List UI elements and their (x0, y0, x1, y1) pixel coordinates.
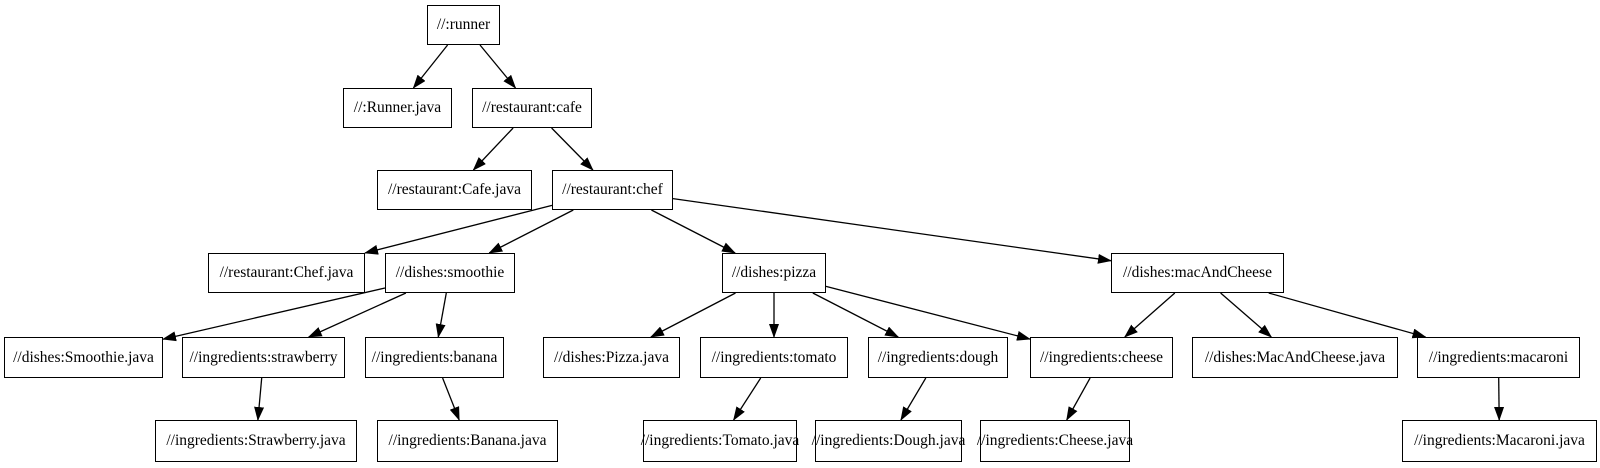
graph-node-banana: //ingredients:banana (365, 337, 504, 378)
graph-node-label: //restaurant:cafe (482, 99, 582, 117)
graph-edge-smoothie-to-smoothie-java (162, 287, 386, 342)
graph-node-label: //dishes:pizza (731, 264, 817, 282)
graph-edge-macaroni-to-macaroni-java (1494, 377, 1505, 421)
graph-edge-cafe-to-cafe-java (472, 127, 514, 171)
graph-node-banana-java: //ingredients:Banana.java (377, 420, 558, 462)
graph-node-cheese: //ingredients:cheese (1030, 337, 1173, 378)
graph-node-label: //restaurant:Chef.java (219, 264, 354, 282)
graph-edge-dough-to-dough-java (900, 377, 927, 421)
graph-node-mac-and-cheese: //dishes:macAndCheese (1111, 253, 1284, 293)
graph-node-label: //dishes:Pizza.java (554, 348, 669, 366)
graph-node-runner: //:runner (427, 5, 500, 45)
graph-node-label: //ingredients:Strawberry.java (166, 432, 346, 450)
graph-node-smoothie-java: //dishes:Smoothie.java (4, 337, 163, 378)
graph-edge-smoothie-to-banana (435, 292, 447, 338)
graph-node-label: //ingredients:strawberry (189, 348, 338, 366)
graph-node-cafe-java: //restaurant:Cafe.java (377, 170, 532, 210)
graph-node-label: //:Runner.java (353, 99, 442, 117)
graph-node-runner-java: //:Runner.java (343, 88, 452, 128)
graph-node-label: //restaurant:chef (562, 181, 663, 199)
graph-node-label: //dishes:MacAndCheese.java (1204, 348, 1386, 366)
graph-node-label: //dishes:macAndCheese (1123, 264, 1272, 282)
graph-node-label: //ingredients:Cheese.java (976, 432, 1134, 450)
graph-node-pizza-java: //dishes:Pizza.java (543, 337, 680, 378)
graph-edge-chef-to-pizza (651, 209, 736, 254)
graph-edge-tomato-to-tomato-java (733, 377, 762, 421)
graph-node-macaroni-java: //ingredients:Macaroni.java (1402, 420, 1597, 462)
graph-node-tomato-java: //ingredients:Tomato.java (641, 420, 799, 462)
graph-node-cheese-java: //ingredients:Cheese.java (977, 420, 1133, 462)
graph-node-label: //ingredients:tomato (711, 348, 837, 366)
graph-node-label: //ingredients:Banana.java (388, 432, 547, 450)
graph-edge-mac-and-cheese-to-macaroni (1268, 292, 1427, 339)
graph-edge-runner-to-cafe (479, 44, 517, 89)
graph-node-smoothie: //dishes:smoothie (385, 253, 515, 293)
graph-node-label: //dishes:Smoothie.java (13, 348, 154, 366)
graph-node-strawberry: //ingredients:strawberry (182, 337, 345, 378)
graph-node-label: //ingredients:dough (877, 348, 999, 366)
graph-node-mac-and-cheese-java: //dishes:MacAndCheese.java (1192, 337, 1398, 378)
graph-edge-strawberry-to-strawberry-java (254, 377, 265, 421)
graph-node-label: //ingredients:Macaroni.java (1414, 432, 1585, 450)
graph-edge-chef-to-smoothie (488, 209, 574, 254)
graph-edge-chef-to-chef-java (364, 204, 553, 255)
graph-edge-mac-and-cheese-to-cheese (1124, 292, 1176, 338)
graph-edge-cafe-to-chef (551, 127, 594, 171)
graph-node-chef-java: //restaurant:Chef.java (208, 253, 365, 293)
graph-node-strawberry-java: //ingredients:Strawberry.java (155, 420, 357, 462)
graph-node-pizza: //dishes:pizza (722, 253, 826, 293)
graph-node-label: //ingredients:banana (371, 348, 498, 366)
graph-edge-smoothie-to-strawberry (307, 292, 407, 338)
graph-node-label: //dishes:smoothie (395, 264, 505, 282)
graph-node-tomato: //ingredients:tomato (700, 337, 848, 378)
graph-node-label: //ingredients:cheese (1039, 348, 1164, 366)
graph-node-macaroni: //ingredients:macaroni (1417, 337, 1580, 378)
graph-edge-chef-to-mac-and-cheese (672, 197, 1112, 264)
graph-edge-cheese-to-cheese-java (1066, 377, 1091, 421)
graph-node-label: //ingredients:macaroni (1428, 348, 1569, 366)
graph-node-label: //ingredients:Tomato.java (640, 432, 800, 450)
graph-node-label: //ingredients:Dough.java (811, 432, 966, 450)
graph-node-label: //restaurant:Cafe.java (388, 181, 521, 199)
graph-edge-pizza-to-pizza-java (650, 292, 736, 338)
graph-edge-runner-to-runner-java (412, 44, 449, 89)
graph-node-dough-java: //ingredients:Dough.java (812, 420, 965, 462)
graph-edge-banana-to-banana-java (441, 377, 460, 421)
graph-edge-pizza-to-dough (812, 292, 900, 338)
graph-node-label: //:runner (436, 16, 491, 34)
graph-node-cafe: //restaurant:cafe (472, 88, 592, 128)
graph-node-chef: //restaurant:chef (552, 170, 673, 210)
graph-node-dough: //ingredients:dough (868, 337, 1008, 378)
graph-edge-mac-and-cheese-to-mac-and-cheese-java (1220, 292, 1273, 338)
graph-edge-pizza-to-cheese (825, 285, 1031, 341)
